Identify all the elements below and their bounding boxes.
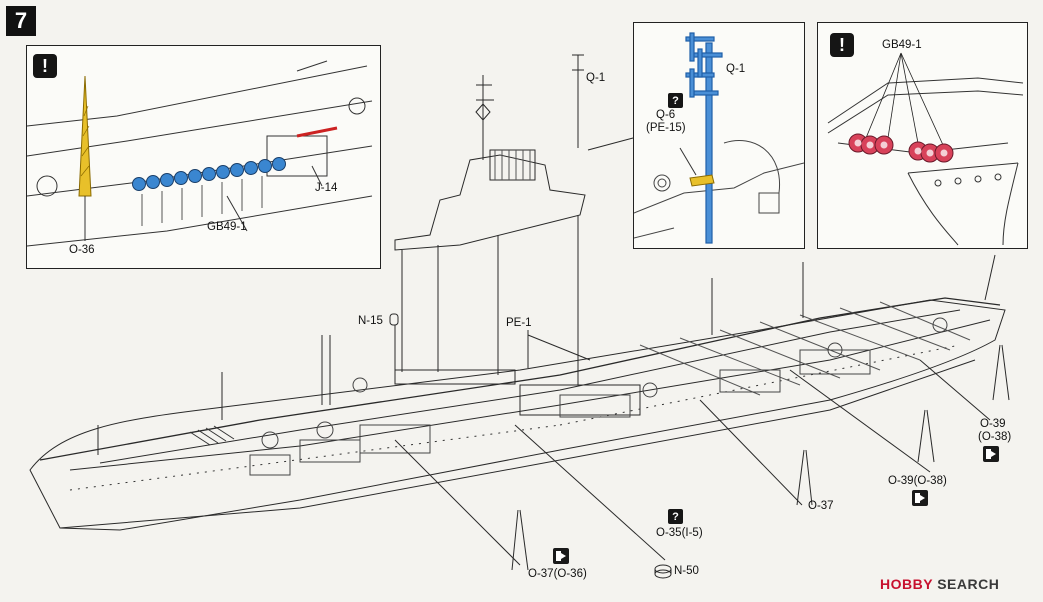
- label-o39: O-39: [980, 418, 1006, 430]
- warning-icon: !: [830, 33, 854, 57]
- label-pe1: PE-1: [506, 317, 532, 329]
- inset-mid-drawing: [634, 32, 804, 244]
- label-gb49-1-bow: GB49-1: [882, 39, 922, 51]
- warning-icon: !: [33, 54, 57, 78]
- watermark-text: SEARCH: [937, 576, 1000, 592]
- detail-inset-crane: ! O-36 GB49-1 J-14: [26, 45, 381, 269]
- question-icon: ?: [668, 509, 683, 524]
- label-o39-o38: O-39(O-38): [888, 475, 947, 487]
- inset-right-drawing: [827, 52, 1024, 246]
- inset-left-drawing: [27, 60, 373, 247]
- detail-inset-mast: Q-1 ? Q-6 (PE-15): [633, 22, 805, 249]
- flight-deck: [39, 297, 1001, 461]
- label-q1-inset: Q-1: [726, 63, 746, 75]
- detail-inset-bow: ! GB49-1: [817, 22, 1028, 249]
- label-pe15: (PE-15): [646, 122, 686, 134]
- step-number: 7: [6, 6, 36, 36]
- label-gb49-1: GB49-1: [207, 221, 247, 233]
- label-q6: Q-6: [656, 109, 676, 121]
- hull-waterline: [59, 359, 976, 529]
- watermark-brand: HOBBY: [880, 576, 933, 592]
- label-o36: O-36: [69, 244, 95, 256]
- exit-icon: [912, 490, 928, 506]
- label-n50: N-50: [674, 565, 699, 577]
- watermark: HOBBY SEARCH: [880, 576, 999, 592]
- red-strip: [296, 126, 338, 138]
- exit-icon: [983, 446, 999, 462]
- label-j14: J-14: [315, 182, 338, 194]
- label-o37-o36: O-37(O-36): [528, 568, 587, 580]
- question-icon: ?: [668, 93, 683, 108]
- island: [394, 154, 586, 251]
- hull-outline: [29, 299, 1006, 531]
- label-o38: (O-38): [978, 431, 1012, 443]
- label-q1-main: Q-1: [586, 72, 606, 84]
- label-o35-i5: O-35(I-5): [656, 527, 703, 539]
- label-n15: N-15: [358, 315, 383, 327]
- exit-icon: [553, 548, 569, 564]
- label-o37: O-37: [808, 500, 834, 512]
